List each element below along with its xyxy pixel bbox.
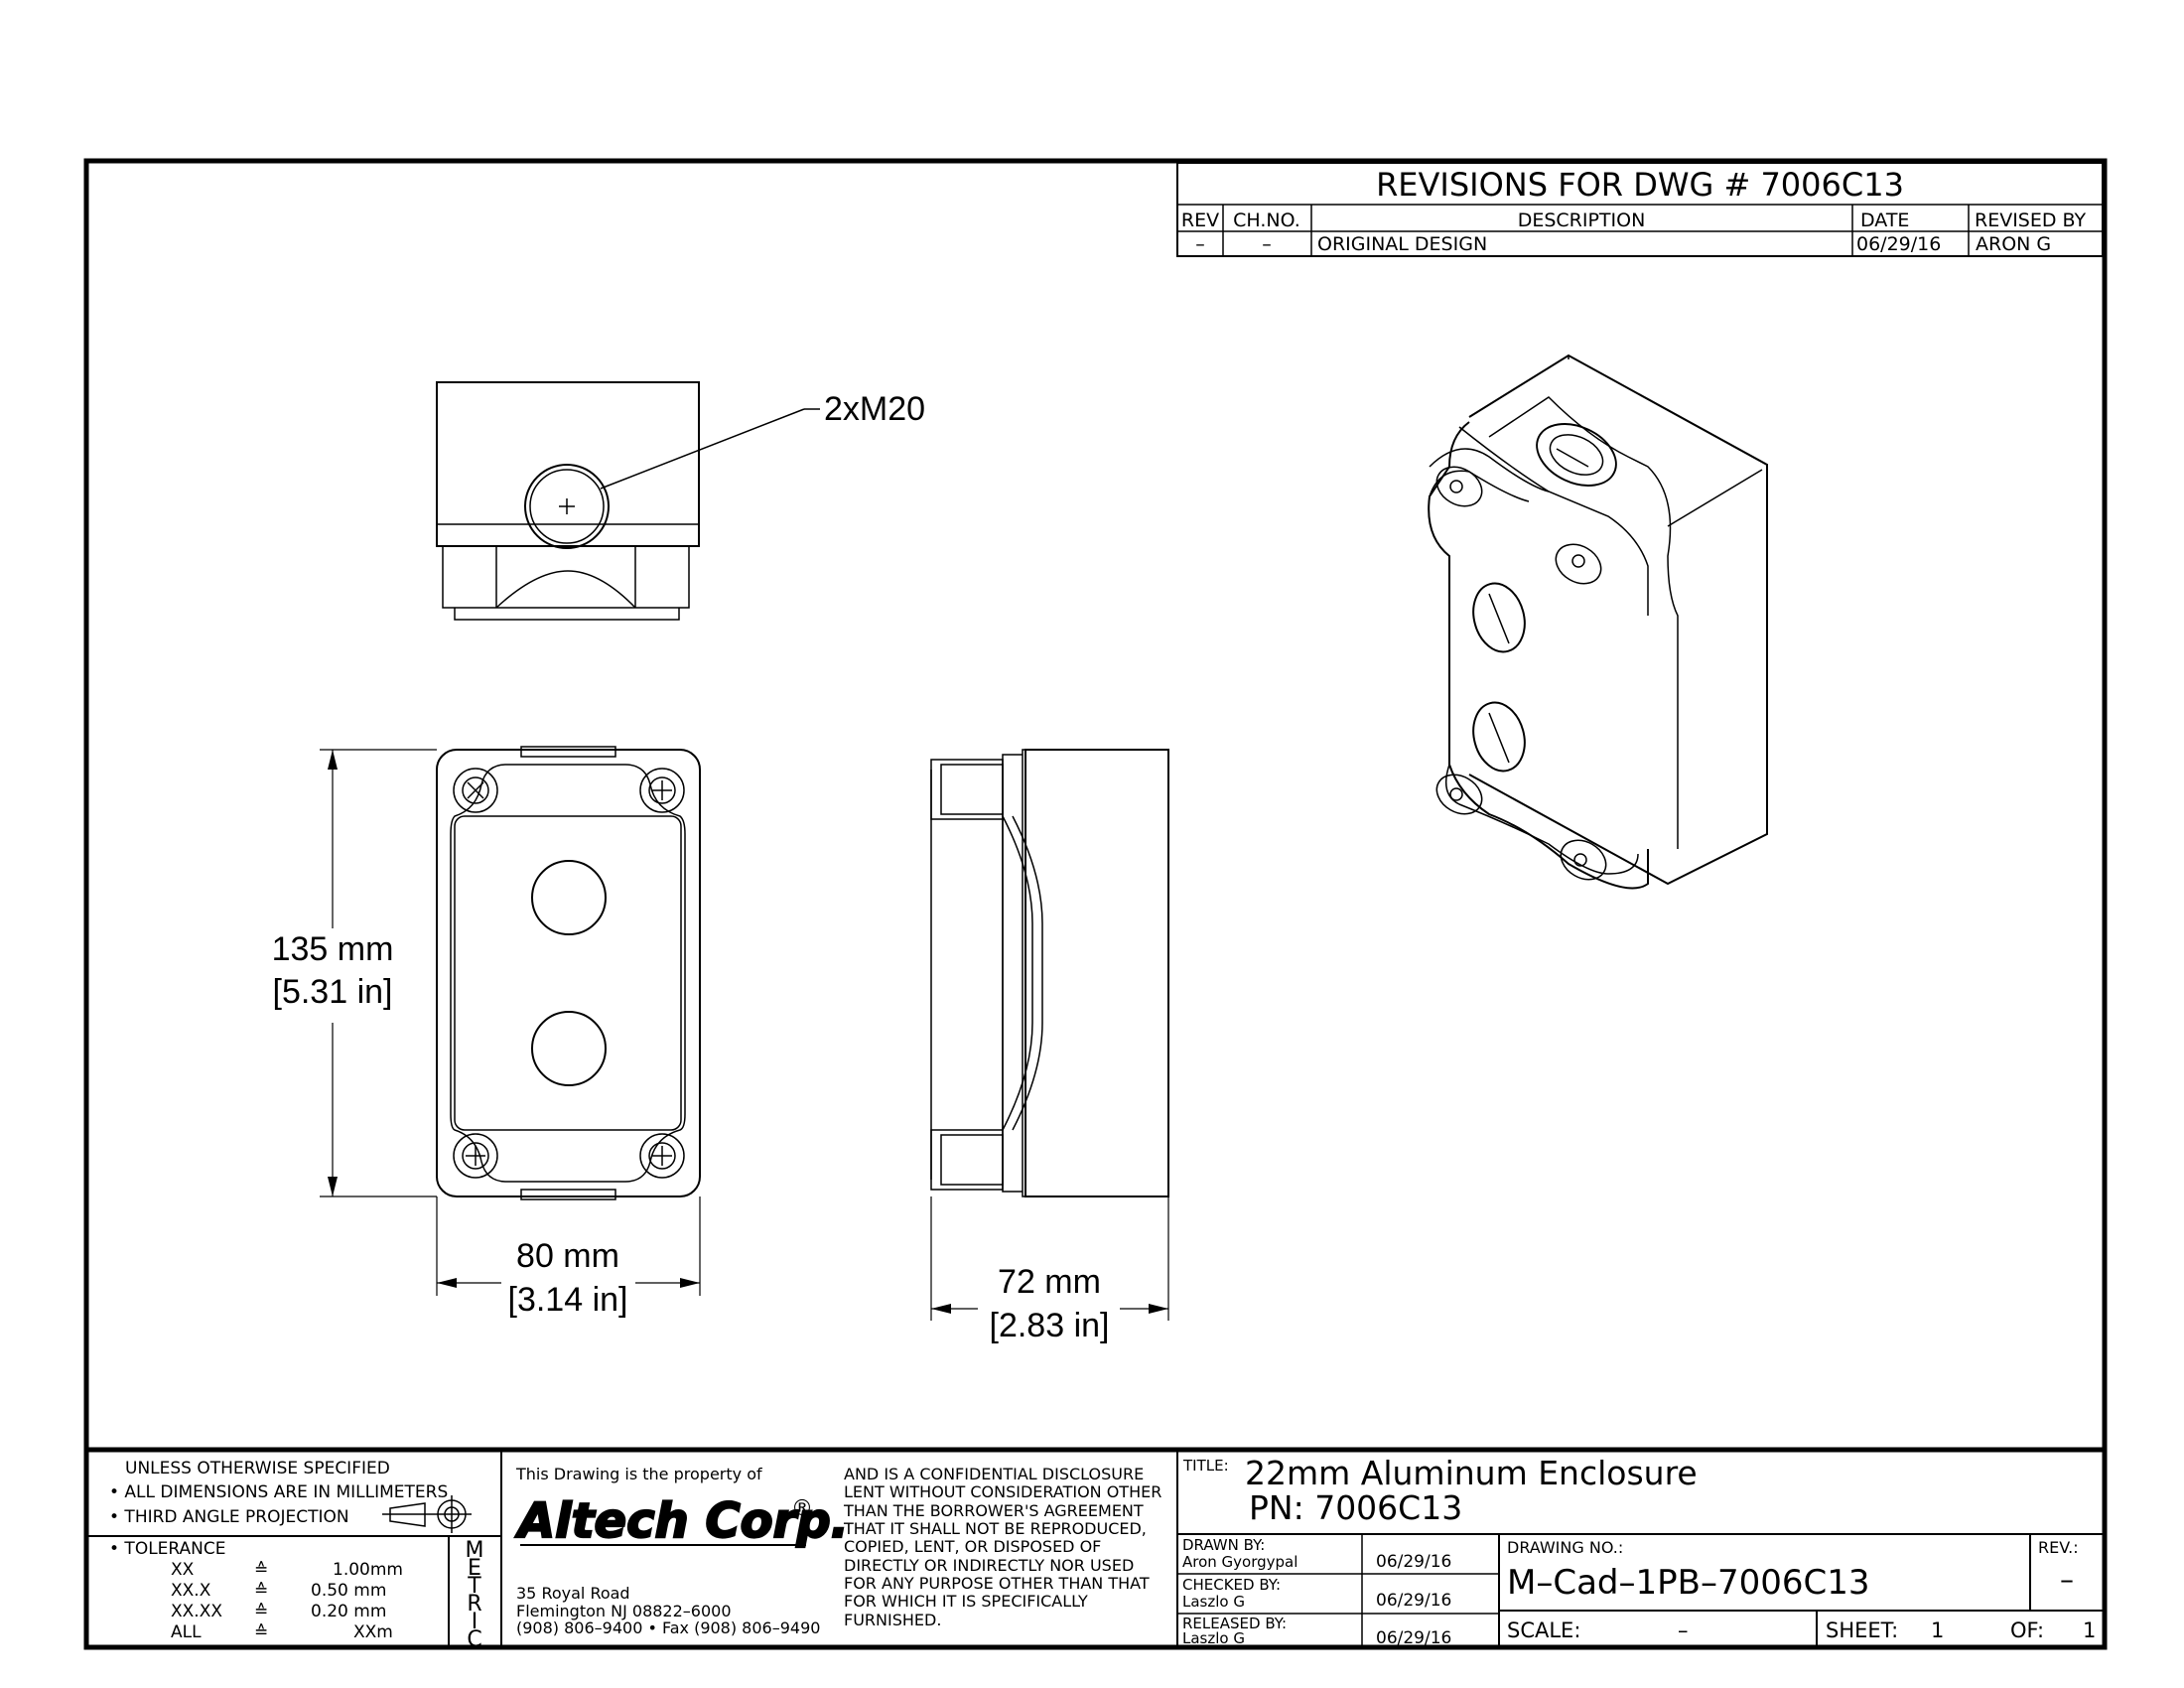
revision-revised-by: ARON G xyxy=(1976,233,2051,255)
corner-screw-bottom-left xyxy=(453,1133,498,1179)
date-column-header: DATE xyxy=(1860,210,1909,231)
disclosure-line-6: DIRECTLY OR INDIRECTLY NOR USED xyxy=(844,1556,1134,1575)
width-dimension-mm: 80 mm xyxy=(516,1237,619,1275)
released-date: 06/29/16 xyxy=(1376,1628,1451,1648)
disclosure-line-5: COPIED, LENT, OR DISPOSED OF xyxy=(844,1537,1101,1556)
of-label: OF: xyxy=(2010,1618,2044,1642)
tolerance-symbol-all: ≙ xyxy=(254,1622,268,1642)
rev-label: REV.: xyxy=(2038,1538,2079,1557)
disclosure-line-1: AND IS A CONFIDENTIAL DISCLOSURE xyxy=(844,1465,1144,1483)
rev-column-header: REV xyxy=(1181,210,1219,231)
metric-letter-i: I xyxy=(472,1610,478,1634)
revision-chno: – xyxy=(1262,233,1272,255)
revisions-header: REVISIONS FOR DWG # 7006C13 xyxy=(1376,166,1904,204)
drawn-date: 06/29/16 xyxy=(1376,1552,1451,1572)
revised-by-column-header: REVISED BY xyxy=(1975,210,2087,231)
height-dimension-mm: 135 mm xyxy=(272,930,394,968)
scale-label: SCALE: xyxy=(1507,1618,1580,1642)
altech-logo: Altech Corp. ® xyxy=(513,1490,850,1550)
part-number: PN: 7006C13 xyxy=(1249,1488,1462,1527)
notes-tolerance: • TOLERANCE xyxy=(109,1539,226,1559)
checked-by-label: CHECKED BY: xyxy=(1182,1576,1281,1594)
tolerance-symbol-xxxx: ≙ xyxy=(254,1602,268,1621)
company-address-line-2: Flemington NJ 08822–6000 xyxy=(516,1602,732,1620)
notes-projection: • THIRD ANGLE PROJECTION xyxy=(109,1507,349,1527)
title-block: UNLESS OTHERWISE SPECIFIED • ALL DIMENSI… xyxy=(86,1447,2105,1652)
isometric-view xyxy=(1428,353,1768,890)
tolerance-value-xx: 1.00mm xyxy=(333,1560,403,1580)
tolerance-format-xxx: XX.X xyxy=(171,1581,211,1601)
side-view: 72 mm [2.83 in] xyxy=(930,749,1169,1344)
checked-date: 06/29/16 xyxy=(1376,1591,1451,1611)
width-dimension-in: [3.14 in] xyxy=(508,1281,628,1319)
drawing-title: 22mm Aluminum Enclosure xyxy=(1245,1454,1698,1492)
of-value: 1 xyxy=(2083,1618,2096,1642)
metric-letter-t: T xyxy=(467,1574,481,1599)
notes-unless: UNLESS OTHERWISE SPECIFIED xyxy=(125,1459,390,1478)
metric-letter-m: M xyxy=(466,1538,484,1563)
tolerance-value-all: XXm xyxy=(353,1622,393,1642)
top-view: 2xM20 xyxy=(436,381,925,621)
disclosure-line-3: THAN THE BORROWER'S AGREEMENT xyxy=(843,1501,1144,1520)
released-by-name: Laszlo G xyxy=(1182,1629,1245,1647)
logo-wordmark: Altech Corp. xyxy=(514,1493,849,1549)
tolerance-format-all: ALL xyxy=(171,1622,202,1642)
depth-dimension-mm: 72 mm xyxy=(998,1263,1101,1301)
revision-rev: – xyxy=(1195,233,1205,255)
rev-value: – xyxy=(2060,1563,2074,1596)
thread-callout: 2xM20 xyxy=(824,390,925,428)
logo-registered-mark: ® xyxy=(791,1496,813,1521)
drawn-by-name: Aron Gyorgypal xyxy=(1182,1553,1297,1571)
tolerance-symbol-xx: ≙ xyxy=(254,1560,268,1580)
description-column-header: DESCRIPTION xyxy=(1518,210,1646,231)
notes-dimensions: • ALL DIMENSIONS ARE IN MILLIMETERS xyxy=(109,1482,448,1502)
drawing-number: M–Cad–1PB–7006C13 xyxy=(1507,1563,1869,1603)
scale-value: – xyxy=(1678,1618,1689,1642)
property-line: This Drawing is the property of xyxy=(515,1465,762,1483)
drawing-border xyxy=(83,158,2108,1650)
disclosure-line-2: LENT WITHOUT CONSIDERATION OTHER xyxy=(844,1482,1161,1501)
corner-screw-top-left xyxy=(453,768,498,813)
disclosure-line-7: FOR ANY PURPOSE OTHER THAN THAT xyxy=(844,1574,1150,1593)
metric-letter-r: R xyxy=(467,1592,481,1617)
tolerance-value-xxx: 0.50 mm xyxy=(311,1581,386,1601)
revision-description: ORIGINAL DESIGN xyxy=(1317,233,1487,255)
revisions-table: REVISIONS FOR DWG # 7006C13 REV CH.NO. D… xyxy=(1176,162,2104,257)
released-by-label: RELEASED BY: xyxy=(1182,1615,1287,1632)
sheet-value: 1 xyxy=(1931,1618,1944,1642)
chno-column-header: CH.NO. xyxy=(1233,210,1300,231)
disclosure-line-8: FOR WHICH IT IS SPECIFICALLY xyxy=(844,1592,1088,1611)
metric-letter-c: C xyxy=(467,1627,481,1652)
third-angle-projection-icon xyxy=(382,1495,472,1533)
revision-date: 06/29/16 xyxy=(1856,233,1941,255)
front-view: 135 mm [5.31 in] 80 mm [3.14 in] xyxy=(272,746,701,1319)
tolerance-format-xx: XX xyxy=(171,1560,195,1580)
drawn-by-label: DRAWN BY: xyxy=(1182,1536,1265,1554)
height-dimension-in: [5.31 in] xyxy=(273,973,393,1011)
disclosure-line-4: THAT IT SHALL NOT BE REPRODUCED, xyxy=(843,1519,1147,1538)
corner-screw-bottom-right xyxy=(639,1133,685,1179)
disclosure-line-9: FURNISHED. xyxy=(844,1611,941,1629)
title-label: TITLE: xyxy=(1182,1457,1229,1475)
tolerance-symbol-xxx: ≙ xyxy=(254,1581,268,1601)
drawing-number-label: DRAWING NO.: xyxy=(1507,1538,1623,1557)
tolerance-format-xxxx: XX.XX xyxy=(171,1602,222,1621)
company-phone-fax: (908) 806–9400 • Fax (908) 806–9490 xyxy=(516,1618,820,1637)
sheet-label: SHEET: xyxy=(1826,1618,1898,1642)
company-address-line-1: 35 Royal Road xyxy=(516,1584,630,1603)
tolerance-value-xxxx: 0.20 mm xyxy=(311,1602,386,1621)
metric-letter-e: E xyxy=(468,1556,481,1581)
depth-dimension-in: [2.83 in] xyxy=(990,1307,1110,1344)
corner-screw-top-right xyxy=(639,768,685,813)
checked-by-name: Laszlo G xyxy=(1182,1593,1245,1611)
